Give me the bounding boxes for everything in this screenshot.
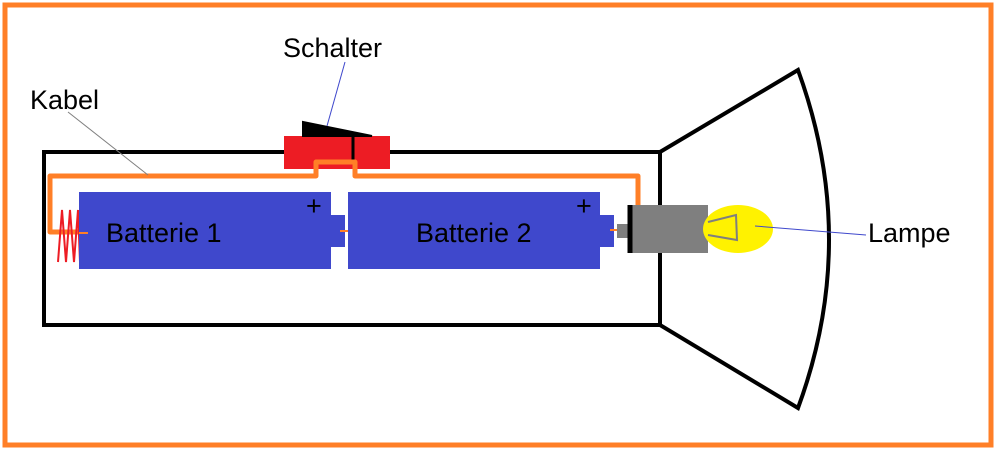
lamp-socket [629,205,708,253]
cable-label: Kabel [30,85,99,115]
cable-leader-line [67,111,149,176]
battery-2: + Batterie 2 [348,191,625,269]
switch-lever [302,120,373,137]
socket-contact [617,224,629,238]
lamp-label: Lampe [868,218,951,248]
battery-1-plus: + [306,191,322,221]
bulb-glow [703,205,773,253]
switch-leader-line [326,61,346,127]
bulb-filament [707,213,739,242]
spring-icon [57,209,81,263]
battery-1-label: Batterie 1 [106,218,222,248]
battery-2-label: Batterie 2 [416,218,532,248]
cable [47,159,641,235]
battery-1: + Batterie 1 [79,191,358,269]
switch-label: Schalter [283,33,382,63]
lamp-leader-line [754,225,867,236]
battery-2-plus: + [576,191,592,221]
